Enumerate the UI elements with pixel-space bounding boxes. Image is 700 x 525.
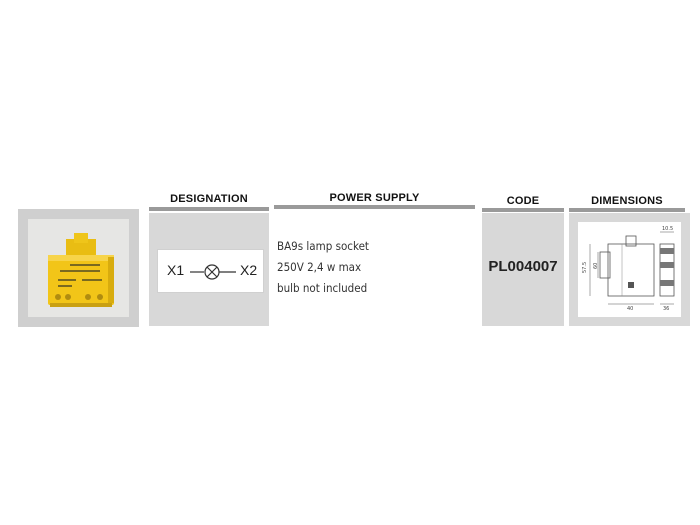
code-cell	[482, 213, 564, 326]
power-supply-line-1: BA9s lamp socket	[277, 239, 369, 253]
dim-label-height: 57.5	[582, 262, 588, 273]
header-code: CODE	[506, 195, 540, 207]
dim-label-width: 40	[627, 306, 633, 312]
dim-label-inner-height: 60	[593, 263, 599, 269]
header-designation: DESIGNATION	[170, 193, 248, 205]
header-rule-code	[482, 208, 564, 212]
power-supply-line-3: bulb not included	[277, 281, 368, 295]
dimensions-cell: 10.5 57.5 60 40 36	[569, 213, 690, 326]
dim-label-top: 10.5	[662, 226, 673, 232]
terminal-x2-label: X2	[240, 262, 258, 278]
lamp-symbol-icon	[190, 264, 236, 280]
header-rule-power-supply	[274, 205, 475, 209]
designation-cell: X1 X2	[149, 213, 269, 326]
header-rule-dimensions	[569, 208, 685, 212]
header-power-supply: POWER SUPPLY	[329, 192, 420, 204]
terminal-x1-label: X1	[167, 262, 185, 278]
contact-block-image	[48, 233, 114, 307]
product-photo-background	[28, 219, 129, 317]
power-supply-line-2: 250V 2,4 w max	[277, 260, 362, 274]
product-code: PL004007	[488, 258, 558, 275]
lamp-symbol-box: X1 X2	[157, 249, 264, 293]
dimension-drawing-area: 10.5 57.5 60 40 36	[578, 222, 681, 317]
dim-label-depth: 36	[663, 306, 669, 312]
dimension-drawing: 10.5 57.5 60 40 36	[582, 226, 675, 312]
header-rule-designation	[149, 207, 269, 211]
header-dimensions: DIMENSIONS	[591, 195, 663, 207]
product-photo	[18, 209, 139, 327]
